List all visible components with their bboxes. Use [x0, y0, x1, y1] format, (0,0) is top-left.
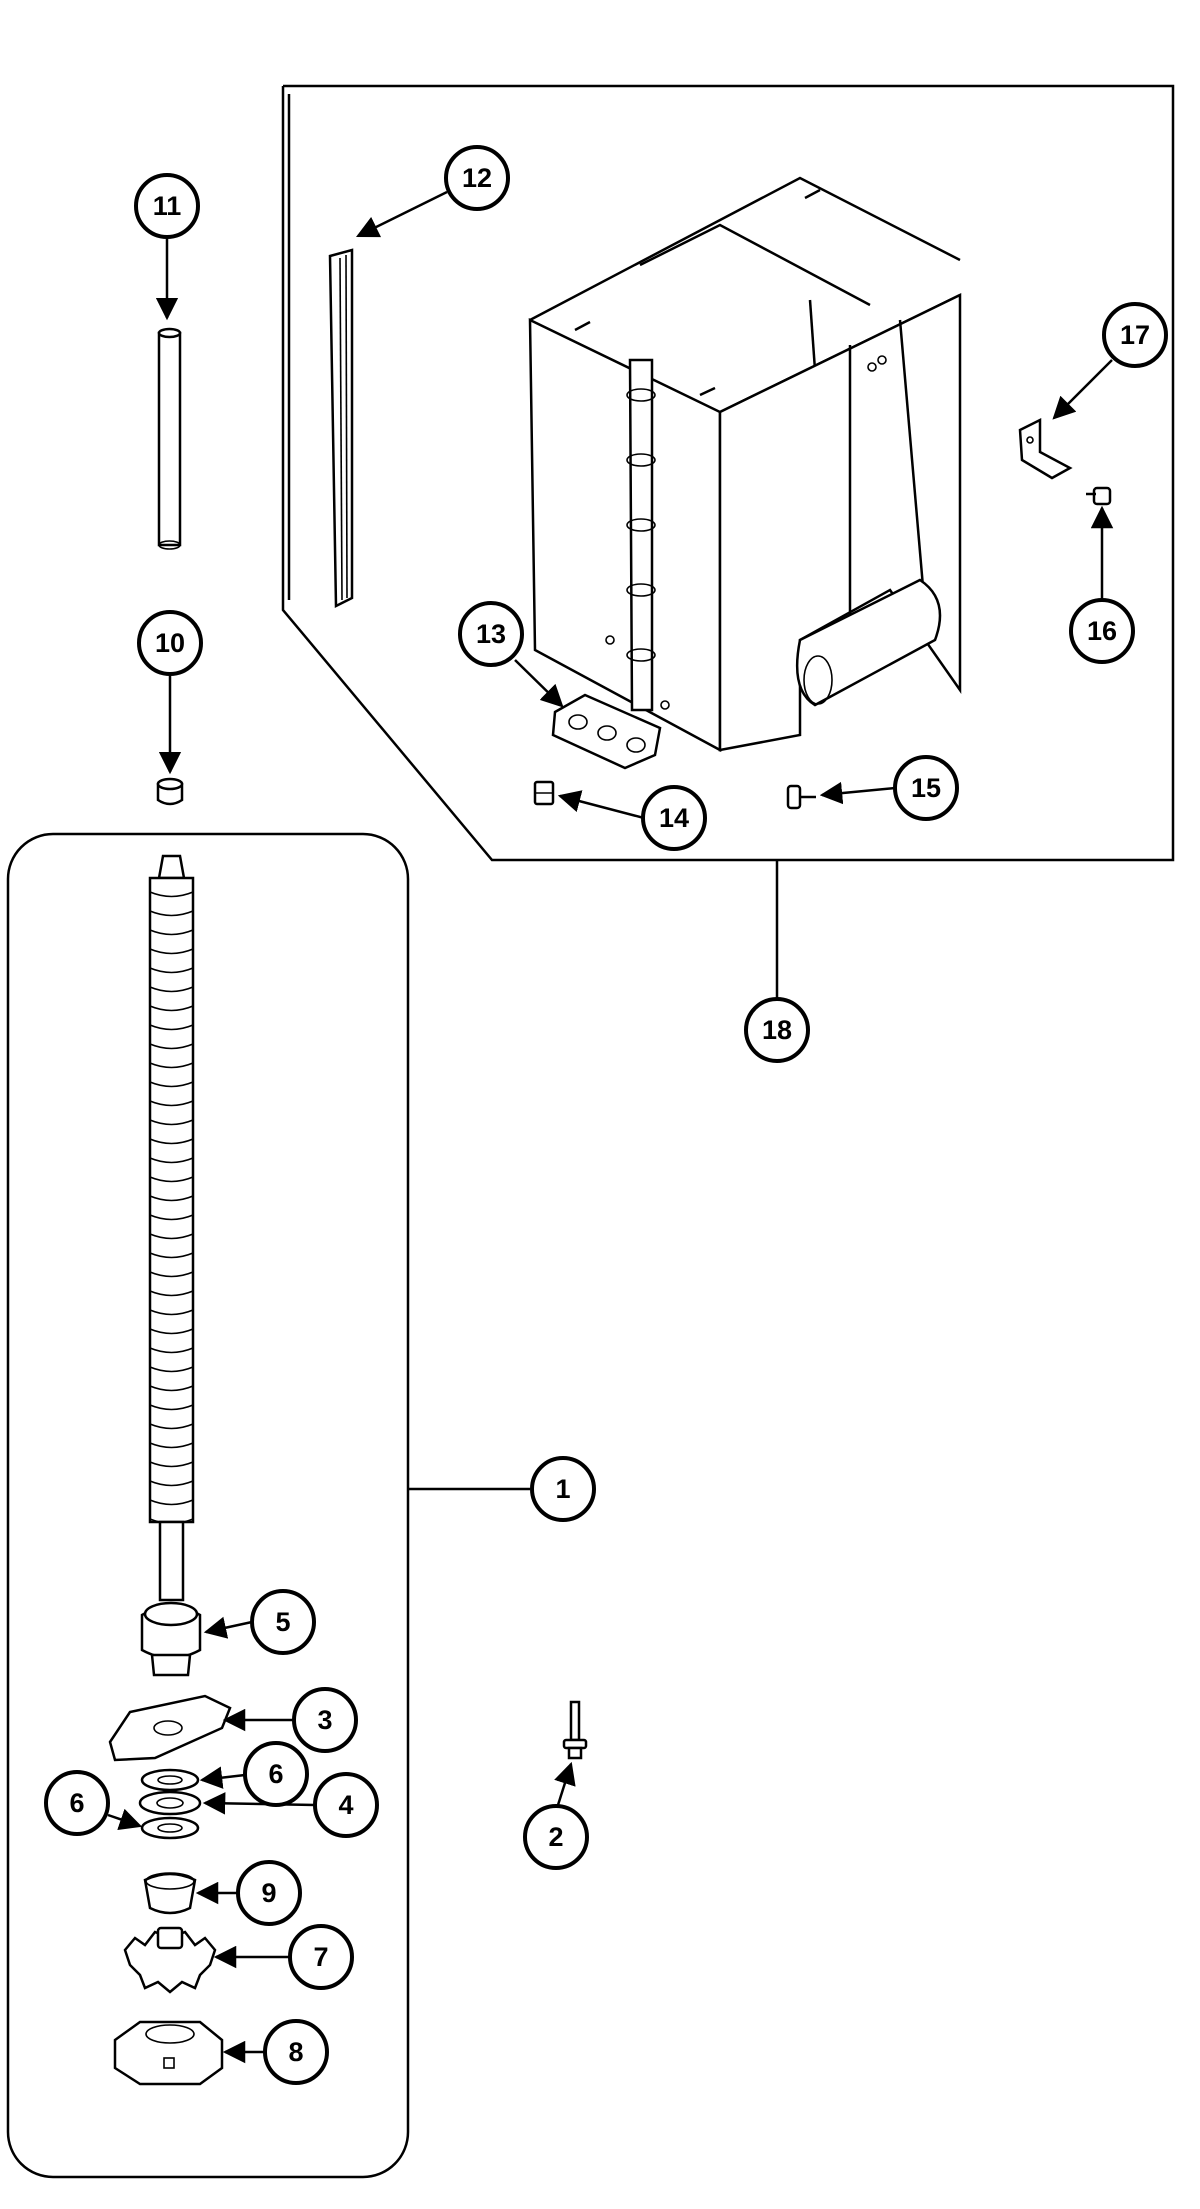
callout-12: 12: [444, 145, 510, 211]
part-10-bushing: [156, 777, 184, 806]
callout-16: 16: [1069, 598, 1135, 664]
callout-6-upper: 6: [243, 1741, 309, 1807]
callout-18-label: 18: [762, 1015, 792, 1045]
screw-assembly-frame: [6, 832, 530, 2179]
part-3-plate: [108, 1694, 232, 1762]
callout-4-label: 4: [338, 1790, 353, 1820]
callout-12-label: 12: [462, 163, 492, 193]
part-7-sprocket: [123, 1926, 217, 1994]
callout-2-label: 2: [548, 1822, 563, 1852]
callout-14: 14: [641, 785, 707, 851]
part-6-washer-lower: [140, 1816, 200, 1840]
part-12-channel-strip: [328, 248, 354, 609]
callout-10: 10: [137, 610, 203, 676]
callout-5: 5: [250, 1589, 316, 1655]
part-16-screw: [1086, 486, 1112, 506]
lead-screw: [148, 854, 195, 1602]
callout-13: 13: [458, 601, 524, 667]
housing-assembly-frame: [281, 84, 1175, 998]
callout-16-label: 16: [1087, 616, 1117, 646]
callout-5-label: 5: [275, 1607, 290, 1637]
callout-6-lower-label: 6: [69, 1788, 84, 1818]
part-11-tube: [157, 327, 182, 550]
callout-3-label: 3: [317, 1705, 332, 1735]
part-17-clip: [1018, 417, 1073, 480]
callout-17: 17: [1102, 302, 1168, 368]
callout-18: 18: [744, 997, 810, 1063]
callout-1-label: 1: [555, 1474, 570, 1504]
part-6-washer-upper: [140, 1768, 200, 1792]
part-2-screw: [562, 1700, 588, 1760]
part-14-nut: [533, 780, 555, 806]
part-5-bearing: [140, 1601, 202, 1677]
part-9-cup: [143, 1872, 197, 1915]
callout-14-label: 14: [659, 803, 689, 833]
callout-6-lower: 6: [44, 1770, 110, 1836]
callout-4: 4: [313, 1772, 379, 1838]
callout-15-label: 15: [911, 773, 941, 803]
callout-3: 3: [292, 1687, 358, 1753]
callout-8-label: 8: [288, 2037, 303, 2067]
callout-13-label: 13: [476, 619, 506, 649]
callout-10-label: 10: [155, 628, 185, 658]
callout-1: 1: [530, 1456, 596, 1522]
part-15-screw: [786, 784, 816, 810]
callout-11: 11: [134, 173, 200, 239]
housing-box: [528, 176, 962, 753]
callout-17-label: 17: [1120, 320, 1150, 350]
callout-11-label: 11: [153, 191, 182, 221]
part-4-thrust-bearing: [138, 1790, 202, 1816]
part-8-hex-nut: [113, 2020, 224, 2086]
leader-lines: [107, 190, 1114, 2064]
callout-9-label: 9: [261, 1878, 276, 1908]
part-13-bracket: [551, 693, 662, 770]
callout-9: 9: [236, 1860, 302, 1926]
callout-2: 2: [523, 1804, 589, 1870]
callout-15: 15: [893, 755, 959, 821]
callout-6-upper-label: 6: [268, 1759, 283, 1789]
callout-7-label: 7: [313, 1942, 328, 1972]
callout-8: 8: [263, 2019, 329, 2085]
callout-7: 7: [288, 1924, 354, 1990]
